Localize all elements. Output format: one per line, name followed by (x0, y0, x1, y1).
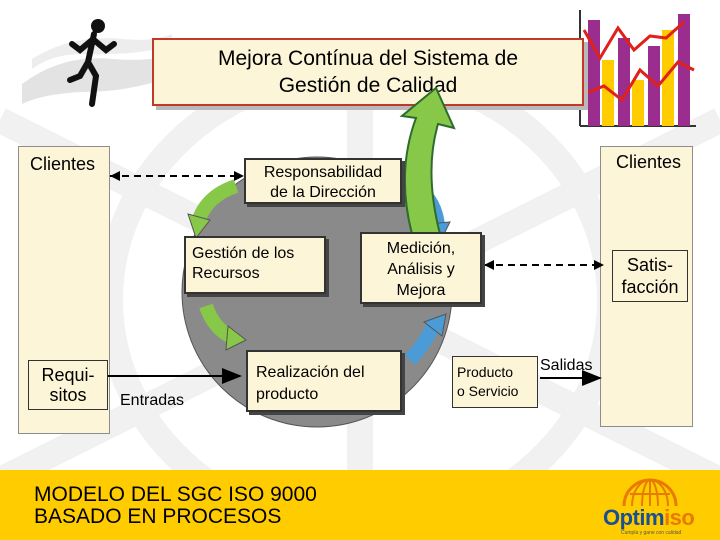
footer-title: MODELO DEL SGC ISO 9000 BASADO EN PROCES… (34, 484, 317, 528)
logo-word-main: Optim (603, 505, 665, 530)
left-clientes-label: Clientes (30, 154, 96, 174)
producto-line-1: Producto (457, 364, 514, 380)
medicion-box: Medición, Análisis y Mejora (360, 232, 482, 304)
requisitos-line-1: Requi- (41, 365, 95, 385)
producto-line-2: o Servicio (457, 383, 519, 399)
satisfaccion-line-1: Satis- (626, 255, 673, 275)
right-clientes-label: Clientes (616, 152, 682, 172)
bar-chart-icon (579, 10, 696, 127)
title-box: Mejora Contínua del Sistema de Gestión d… (152, 38, 584, 106)
salidas-label: Salidas (540, 357, 593, 374)
medicion-line-2: Análisis y (387, 261, 455, 278)
globe-icon (622, 478, 678, 507)
improvement-arrow (399, 86, 456, 235)
footer-bar (0, 470, 720, 540)
footer-line-2: BASADO EN PROCESOS (34, 505, 282, 528)
footer-line-1: MODELO DEL SGC ISO 9000 (34, 483, 317, 506)
gestion-line-2: Recursos (192, 265, 260, 282)
medicion-line-3: Mejora (396, 282, 446, 299)
runner-icon (22, 19, 172, 107)
title-line-1: Mejora Contínua del Sistema de (218, 47, 518, 70)
logo-wordmark: Optimiso (603, 505, 695, 531)
requisitos-line-2: sitos (49, 385, 87, 405)
title-line-2: Gestión de Calidad (278, 74, 458, 97)
logo-word-accent: iso (664, 505, 695, 530)
medicion-line-1: Medición, (386, 240, 456, 257)
gestion-line-1: Gestión de los (192, 245, 295, 262)
responsabilidad-box: Responsabilidad de la Dirección (244, 158, 402, 204)
responsabilidad-line-1: Responsabilidad (263, 164, 383, 181)
realizacion-line-2: producto (256, 386, 319, 403)
responsabilidad-line-2: de la Dirección (270, 184, 376, 201)
entradas-label: Entradas (120, 392, 185, 409)
producto-servicio-box: Producto o Servicio (452, 356, 538, 408)
requisitos-box: Requi- sitos (28, 360, 108, 410)
gestion-box: Gestión de los Recursos (184, 236, 326, 294)
satisfaccion-box: Satis- facción (612, 250, 688, 302)
logo-tagline: Cumpla y gane con calidad (621, 530, 682, 536)
satisfaccion-line-2: facción (621, 277, 679, 297)
realizacion-line-1: Realización del (256, 364, 365, 381)
realizacion-box: Realización del producto (246, 350, 402, 412)
